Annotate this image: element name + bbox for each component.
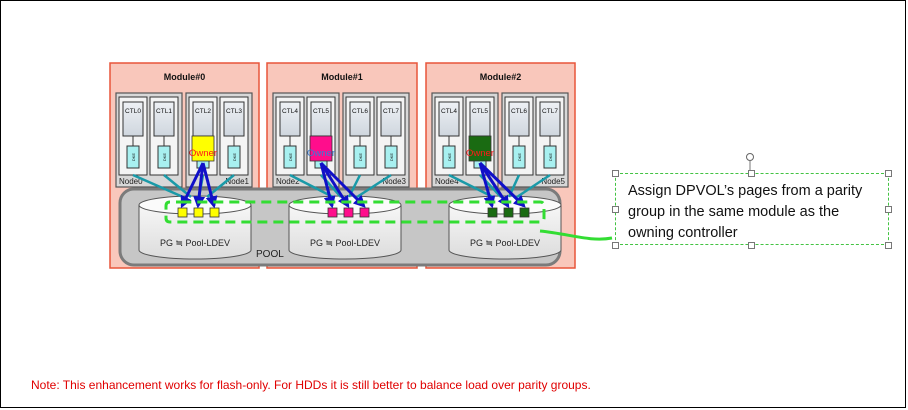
controller-label: CTL7 bbox=[383, 108, 399, 115]
controller-connector bbox=[448, 173, 494, 199]
controller-label: CTL2 bbox=[195, 108, 211, 115]
controller-connector bbox=[163, 174, 192, 198]
dke-label: DKE bbox=[232, 153, 237, 162]
dke-label: DKE bbox=[162, 153, 167, 162]
dke-label: DKE bbox=[131, 153, 136, 162]
pg-label: PG ≒ Pool-LDEV bbox=[470, 238, 540, 248]
page-assign-arrow bbox=[478, 162, 510, 209]
dke-box bbox=[353, 145, 367, 169]
owner-highlight bbox=[309, 135, 333, 162]
allocated-page bbox=[209, 207, 220, 218]
dke-label: DKE bbox=[288, 153, 293, 162]
page-assign-arrow bbox=[478, 162, 496, 209]
controller-label: CTL7 bbox=[542, 108, 558, 115]
controller-label: CTL3 bbox=[226, 108, 242, 115]
allocated-page bbox=[503, 207, 514, 218]
footnote: Note: This enhancement works for flash-o… bbox=[31, 378, 591, 392]
resize-handle-top-left[interactable] bbox=[612, 170, 619, 177]
allocated-page bbox=[519, 207, 530, 218]
resize-handle-bottom-left[interactable] bbox=[612, 242, 619, 249]
parity-group-cylinder: PG ≒ Pool-LDEV bbox=[448, 195, 562, 260]
controller-label: CTL0 bbox=[125, 108, 141, 115]
allocated-page bbox=[177, 207, 188, 218]
parity-group-cylinder: PG ≒ Pool-LDEV bbox=[138, 195, 252, 260]
node-label: Node1 bbox=[225, 177, 249, 186]
page-assign-arrow bbox=[319, 162, 336, 209]
dke-label: DKE bbox=[517, 153, 522, 162]
page-assign-arrow bbox=[180, 162, 205, 209]
controller-label: CTL6 bbox=[511, 108, 527, 115]
pool-label: POOL bbox=[256, 249, 284, 260]
dke-label: DKE bbox=[358, 153, 363, 162]
module-title: Module#1 bbox=[321, 72, 363, 82]
dke-box bbox=[126, 145, 140, 169]
controller-label: CTL1 bbox=[156, 108, 172, 115]
pg-label: PG ≒ Pool-LDEV bbox=[310, 238, 380, 248]
rotate-handle-icon[interactable] bbox=[746, 153, 754, 161]
dke-box bbox=[384, 145, 398, 169]
resize-handle-bottom-middle[interactable] bbox=[748, 242, 755, 249]
resize-handle-middle-left[interactable] bbox=[612, 206, 619, 213]
node-label: Node0 bbox=[119, 177, 143, 186]
controller-label: CTL6 bbox=[352, 108, 368, 115]
page-assign-arrow bbox=[319, 161, 366, 208]
callout-connector-line bbox=[539, 229, 613, 241]
pg-label: PG ≒ Pool-LDEV bbox=[160, 238, 230, 248]
owner-label: Owner bbox=[466, 148, 494, 159]
dke-box bbox=[157, 145, 171, 169]
module-title: Module#0 bbox=[164, 72, 206, 82]
controller-connector bbox=[132, 173, 184, 199]
resize-handle-top-middle[interactable] bbox=[748, 170, 755, 177]
controller-connector bbox=[356, 173, 392, 199]
controller-label: CTL5 bbox=[472, 108, 488, 115]
dke-box bbox=[543, 145, 557, 169]
resize-handle-middle-right[interactable] bbox=[885, 206, 892, 213]
allocated-page bbox=[327, 207, 338, 218]
page-assign-arrow bbox=[193, 162, 206, 209]
controller-connector bbox=[289, 173, 334, 199]
module-title: Module#2 bbox=[480, 72, 522, 82]
dke-box bbox=[512, 145, 526, 169]
node-label: Node4 bbox=[435, 177, 459, 186]
owner-label: Owner bbox=[307, 148, 335, 159]
page-assign-arrow bbox=[319, 162, 350, 209]
page-assign-arrow bbox=[478, 161, 526, 208]
controller-label: CTL4 bbox=[282, 108, 298, 115]
dke-label: DKE bbox=[548, 153, 553, 162]
node-label: Node5 bbox=[541, 177, 565, 186]
cylinder-body bbox=[448, 205, 562, 260]
resize-handle-top-right[interactable] bbox=[885, 170, 892, 177]
owner-highlight bbox=[191, 135, 215, 162]
dke-box bbox=[442, 145, 456, 169]
callout-text: Assign DPVOL’s pages from a parity group… bbox=[628, 183, 863, 241]
page-assign-arrow bbox=[201, 162, 218, 209]
callout-textbox[interactable]: Assign DPVOL’s pages from a parity group… bbox=[615, 173, 889, 245]
dke-box bbox=[227, 145, 241, 169]
resize-handle-bottom-right[interactable] bbox=[885, 242, 892, 249]
owner-label: Owner bbox=[189, 148, 217, 159]
allocated-page bbox=[359, 207, 370, 218]
node-label: Node3 bbox=[382, 177, 406, 186]
controller-label: CTL4 bbox=[441, 108, 457, 115]
controller-connector bbox=[516, 173, 551, 199]
allocated-page bbox=[487, 207, 498, 218]
allocated-page bbox=[193, 207, 204, 218]
locality-dashed-path bbox=[164, 200, 546, 224]
dke-box bbox=[283, 145, 297, 169]
controller-label: CTL5 bbox=[313, 108, 329, 115]
dke-label: DKE bbox=[389, 153, 394, 162]
parity-group-cylinder: PG ≒ Pool-LDEV bbox=[288, 195, 402, 260]
allocated-page bbox=[343, 207, 354, 218]
owner-highlight bbox=[468, 135, 492, 162]
dke-label: DKE bbox=[447, 153, 452, 162]
cylinder-body bbox=[288, 205, 402, 260]
node-label: Node2 bbox=[276, 177, 300, 186]
